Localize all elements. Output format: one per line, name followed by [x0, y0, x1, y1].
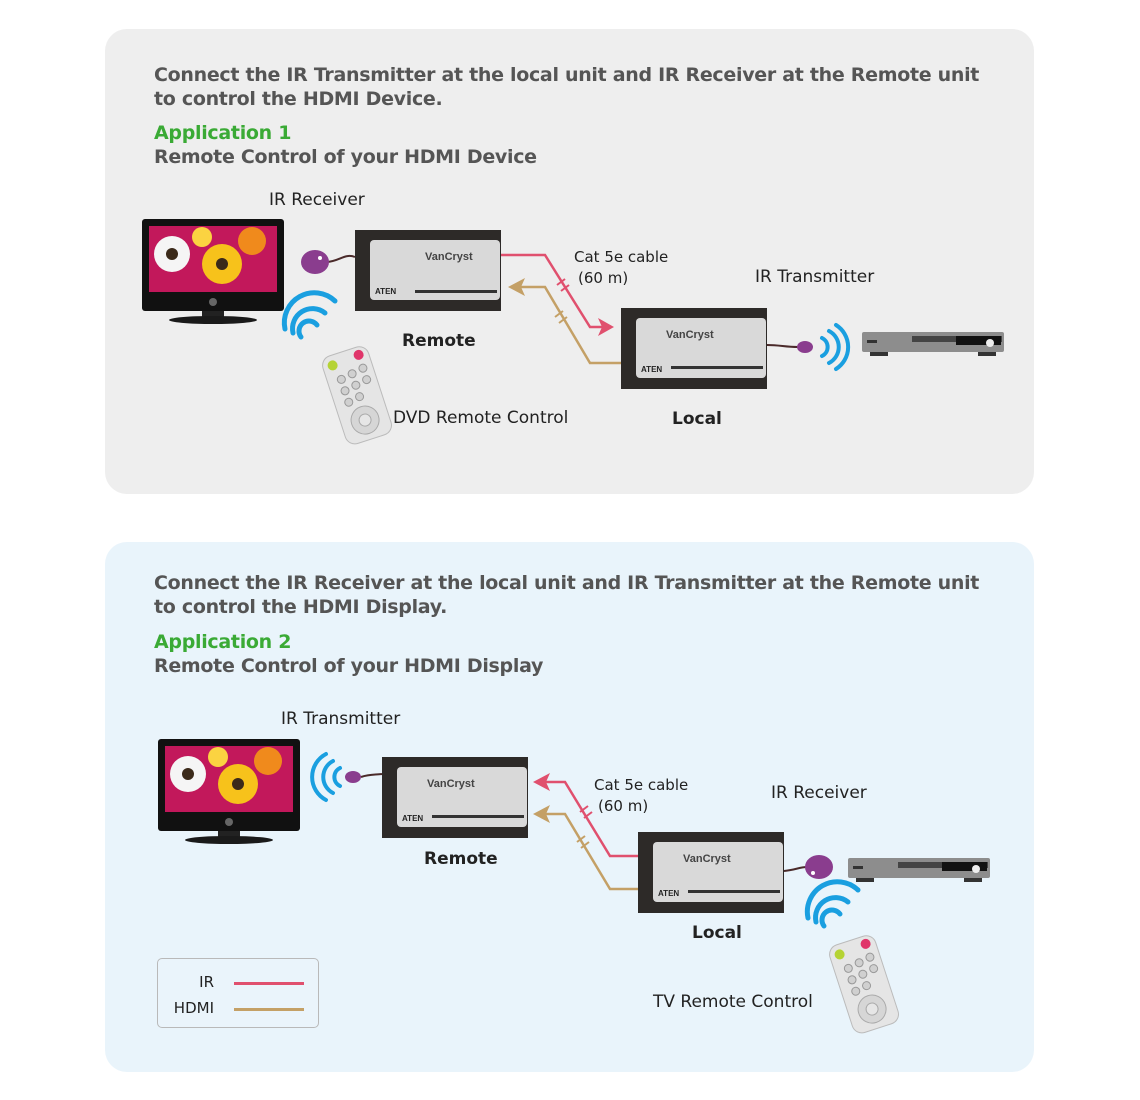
application-1-title: Application 1: [154, 122, 292, 144]
application-2-subtitle: Remote Control of your HDMI Display: [154, 655, 544, 677]
remote-extender-unit: VanCryst ATEN: [355, 230, 501, 311]
brand-logo: VanCryst: [683, 853, 731, 865]
legend-item-ir: IR: [158, 973, 308, 993]
ir-signal-wave-icon: [310, 752, 342, 802]
maker-logo: ATEN: [375, 287, 396, 296]
ir-transmitter-label: IR Transmitter: [755, 267, 875, 287]
ir-signal-wave-icon: [820, 323, 851, 371]
local-extender-unit: VanCryst ATEN: [638, 832, 784, 913]
ir-transmitter-emitter-icon: [766, 341, 813, 353]
local-unit-label: Local: [672, 409, 722, 429]
hdmi-cable-line: [508, 278, 621, 365]
ir-transmitter-emitter-icon: [345, 771, 383, 783]
tv-remote-control-icon: [829, 935, 899, 1034]
ir-signal-wave-icon: [804, 879, 861, 929]
brand-logo: VanCryst: [425, 251, 473, 263]
application-2-title: Application 2: [154, 631, 292, 653]
ir-cable-line: [533, 773, 638, 858]
ir-signal-wave-icon: [281, 290, 338, 340]
ir-receiver-label: IR Receiver: [269, 190, 365, 210]
cable-label-line2: (60 m): [598, 797, 649, 815]
cable-label-line1: Cat 5e cable: [594, 776, 689, 794]
hdmi-cable-line: [533, 805, 638, 891]
legend-swatch-ir: [234, 982, 304, 985]
application-1-diagram: VanCryst ATEN VanCryst ATEN: [142, 219, 1004, 445]
dvd-remote-control-icon: [322, 346, 392, 445]
tv-icon: [158, 739, 300, 844]
remote-extender-unit: VanCryst ATEN: [382, 757, 528, 838]
application-1-subtitle: Remote Control of your HDMI Device: [154, 146, 537, 168]
application-1-panel: Connect the IR Transmitter at the local …: [105, 29, 1034, 494]
remote-unit-label: Remote: [402, 331, 476, 351]
application-1-intro: Connect the IR Transmitter at the local …: [154, 64, 980, 110]
cable-label-line1: Cat 5e cable: [574, 248, 669, 266]
brand-logo: VanCryst: [666, 329, 714, 341]
local-unit-label: Local: [692, 923, 742, 943]
legend-label: HDMI: [173, 999, 214, 1017]
local-extender-unit: VanCryst ATEN: [621, 308, 767, 389]
application-2-diagram: VanCryst ATEN VanCryst ATEN: [158, 739, 990, 1034]
legend-swatch-hdmi: [234, 1008, 304, 1011]
maker-logo: ATEN: [658, 889, 679, 898]
maker-logo: ATEN: [402, 814, 423, 823]
tv-icon: [142, 219, 284, 324]
ir-receiver-label: IR Receiver: [771, 783, 867, 803]
ir-cable-line: [501, 253, 614, 336]
remote-unit-label: Remote: [424, 849, 498, 869]
legend-label: IR: [199, 973, 214, 991]
legend-item-hdmi: HDMI: [158, 999, 308, 1019]
ir-receiver-sensor-icon: [301, 250, 356, 274]
cable-label-line2: (60 m): [578, 269, 629, 287]
application-2-panel: Connect the IR Receiver at the local uni…: [105, 542, 1034, 1072]
dvd-player-icon: [862, 332, 1004, 356]
dvd-player-icon: [848, 858, 990, 882]
maker-logo: ATEN: [641, 365, 662, 374]
ir-transmitter-label: IR Transmitter: [281, 709, 401, 729]
tv-remote-control-label: TV Remote Control: [653, 992, 813, 1012]
cable-label: Cat 5e cable (60 m): [574, 247, 668, 289]
cable-label: Cat 5e cable (60 m): [594, 775, 688, 817]
brand-logo: VanCryst: [427, 778, 475, 790]
ir-receiver-sensor-icon: [783, 855, 833, 879]
legend: IR HDMI: [157, 958, 319, 1028]
dvd-remote-control-label: DVD Remote Control: [393, 408, 569, 428]
application-2-intro: Connect the IR Receiver at the local uni…: [154, 572, 980, 618]
